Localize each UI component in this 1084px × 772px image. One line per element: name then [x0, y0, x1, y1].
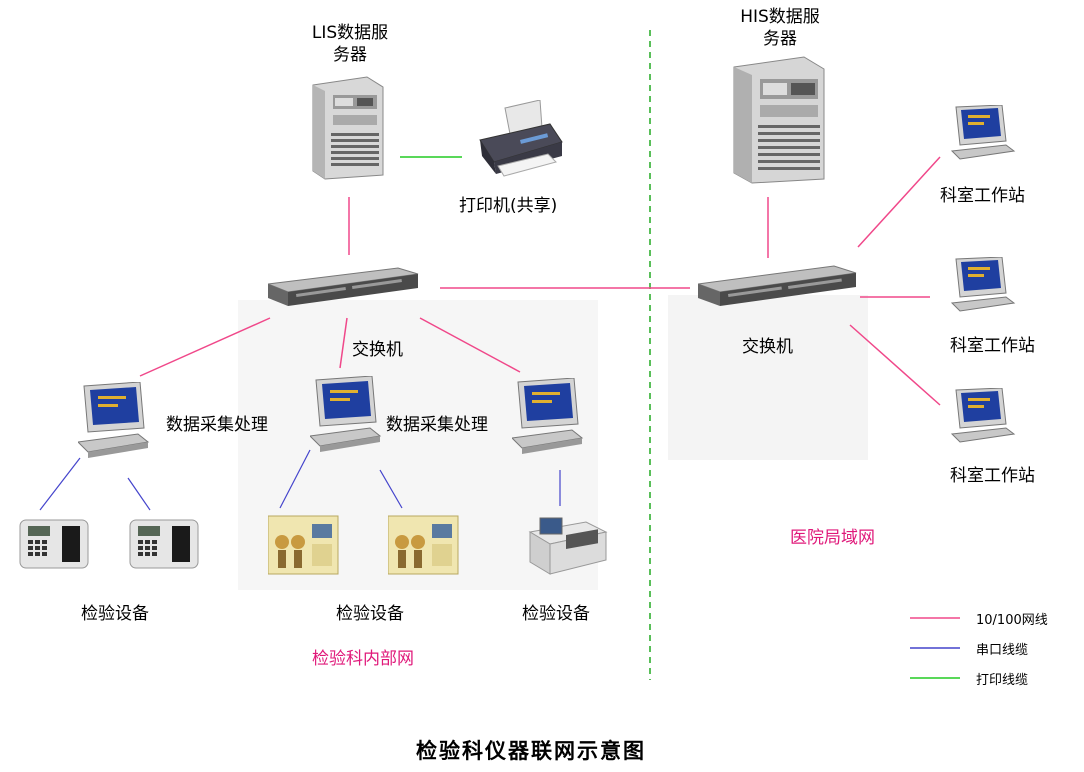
switch-left-label: 交换机	[352, 340, 403, 360]
device-label-1: 检验设备	[81, 604, 149, 624]
desktop-computer-icon	[950, 105, 1016, 160]
device-label-3: 检验设备	[522, 604, 590, 624]
inkjet-printer-icon	[479, 100, 563, 177]
network-cables	[139, 156, 941, 406]
legend-serial-cable: 串口线缆	[976, 643, 1029, 658]
lab-analyzer-icon	[129, 519, 199, 569]
ward-label-1: 科室工作站	[940, 186, 1025, 206]
ward-label-2: 科室工作站	[950, 336, 1035, 356]
legend-print-cable: 打印线缆	[976, 673, 1029, 688]
lab-network-label: 检验科内部网	[312, 649, 414, 669]
network-switch-icon	[268, 267, 419, 306]
legend-network-cable: 10/100网线	[976, 613, 1048, 628]
printer-label: 打印机(共享)	[459, 196, 558, 216]
desktop-computer-icon	[950, 257, 1016, 312]
server-tower-icon	[312, 76, 384, 180]
ward-label-3: 科室工作站	[950, 466, 1035, 486]
collect-label-2: 数据采集处理	[386, 415, 488, 435]
switch-right-label: 交换机	[742, 337, 793, 357]
hospital-zone-background	[668, 295, 868, 460]
lab-analyzer-icon	[19, 519, 89, 569]
desktop-computer-icon	[950, 388, 1016, 443]
collect-label-1: 数据采集处理	[166, 415, 268, 435]
lab-analyzer-icon	[528, 517, 608, 575]
desktop-computer-icon	[512, 378, 584, 454]
serial-cables	[39, 449, 561, 511]
legend-swatches	[910, 617, 960, 679]
network-switch-icon	[698, 265, 857, 306]
his-server-label: HIS数据服务器	[740, 7, 820, 49]
desktop-computer-icon	[310, 376, 382, 452]
desktop-computer-icon	[78, 382, 150, 458]
server-tower-icon	[733, 56, 825, 184]
device-label-2: 检验设备	[336, 604, 404, 624]
diagram-title: 检验科仪器联网示意图	[416, 739, 646, 763]
hospital-network-label: 医院局域网	[790, 528, 875, 548]
lab-analyzer-icon	[388, 515, 459, 575]
lab-analyzer-icon	[268, 515, 339, 575]
lis-server-label: LIS数据服务器	[311, 23, 389, 65]
